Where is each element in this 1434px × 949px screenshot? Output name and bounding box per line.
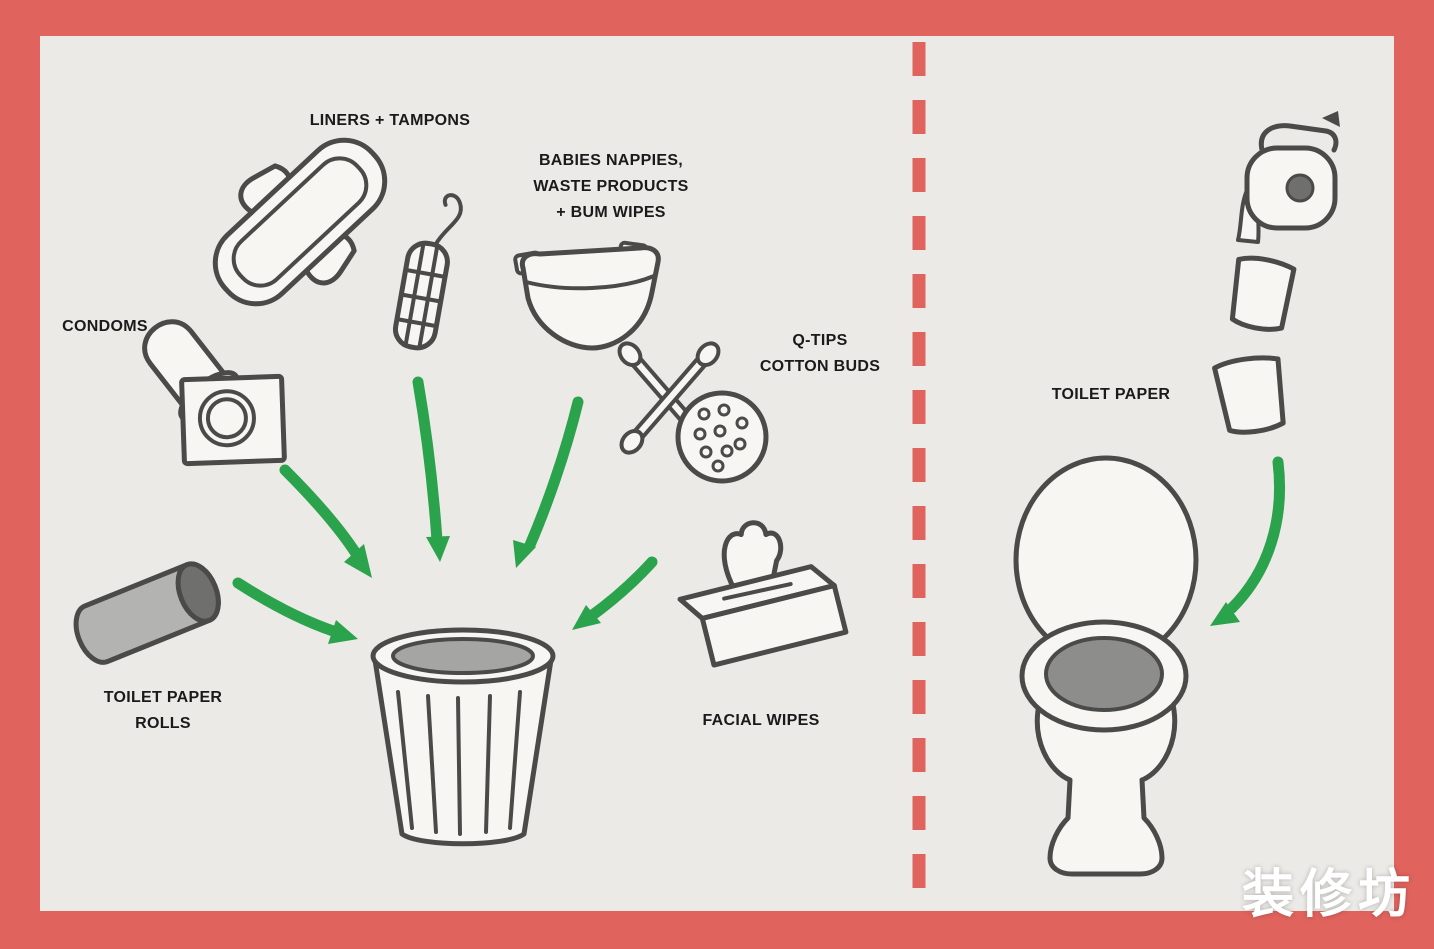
green-arrow-condoms [279,464,372,578]
label-toilet-paper-rolls: TOILET PAPER ROLLS [104,685,223,737]
green-arrow-rolls [232,577,358,644]
label-nappies: BABIES NAPPIES, WASTE PRODUCTS + BUM WIP… [533,148,688,226]
label-qtips: Q-TIPS COTTON BUDS [760,328,880,380]
qtips-icon [617,341,721,455]
label-nappies-line1: BABIES NAPPIES, [538,152,684,169]
nappy-icon [513,240,661,351]
label-liners-tampons: LINERS + TAMPONS [309,112,471,129]
condom-icon [142,319,287,467]
green-arrow-pad [412,376,450,562]
label-qtips-line1: Q-TIPS [792,332,848,349]
green-arrow-toilet [1210,456,1286,626]
label-rolls-line2: ROLLS [135,715,191,732]
label-nappies-line2: WASTE PRODUCTS [533,178,689,195]
falling-sheet-icon [1229,255,1297,332]
watermark-text: 装修坊 [1241,866,1416,924]
toilet-icon [1013,455,1199,877]
label-rolls-line1: TOILET PAPER [103,689,223,706]
green-arrow-nappy [513,396,584,568]
green-arrow-wipes [572,556,658,630]
falling-sheet-icon-2 [1212,355,1286,435]
label-condoms: CONDOMS [62,318,148,335]
tampon-icon [392,193,463,351]
toilet-paper-holder-icon [1236,111,1340,244]
label-facial-wipes: FACIAL WIPES [702,712,820,729]
facial-wipes-box-icon [677,520,849,668]
label-toilet-paper: TOILET PAPER [1051,386,1171,403]
label-qtips-line2: COTTON BUDS [759,358,881,375]
cotton-buds-icon [675,390,769,484]
label-nappies-line3: + BUM WIPES [556,204,666,221]
toilet-roll-tube-icon [73,561,221,665]
trash-bin-icon [370,627,556,847]
sanitary-pad-icon [212,137,388,307]
